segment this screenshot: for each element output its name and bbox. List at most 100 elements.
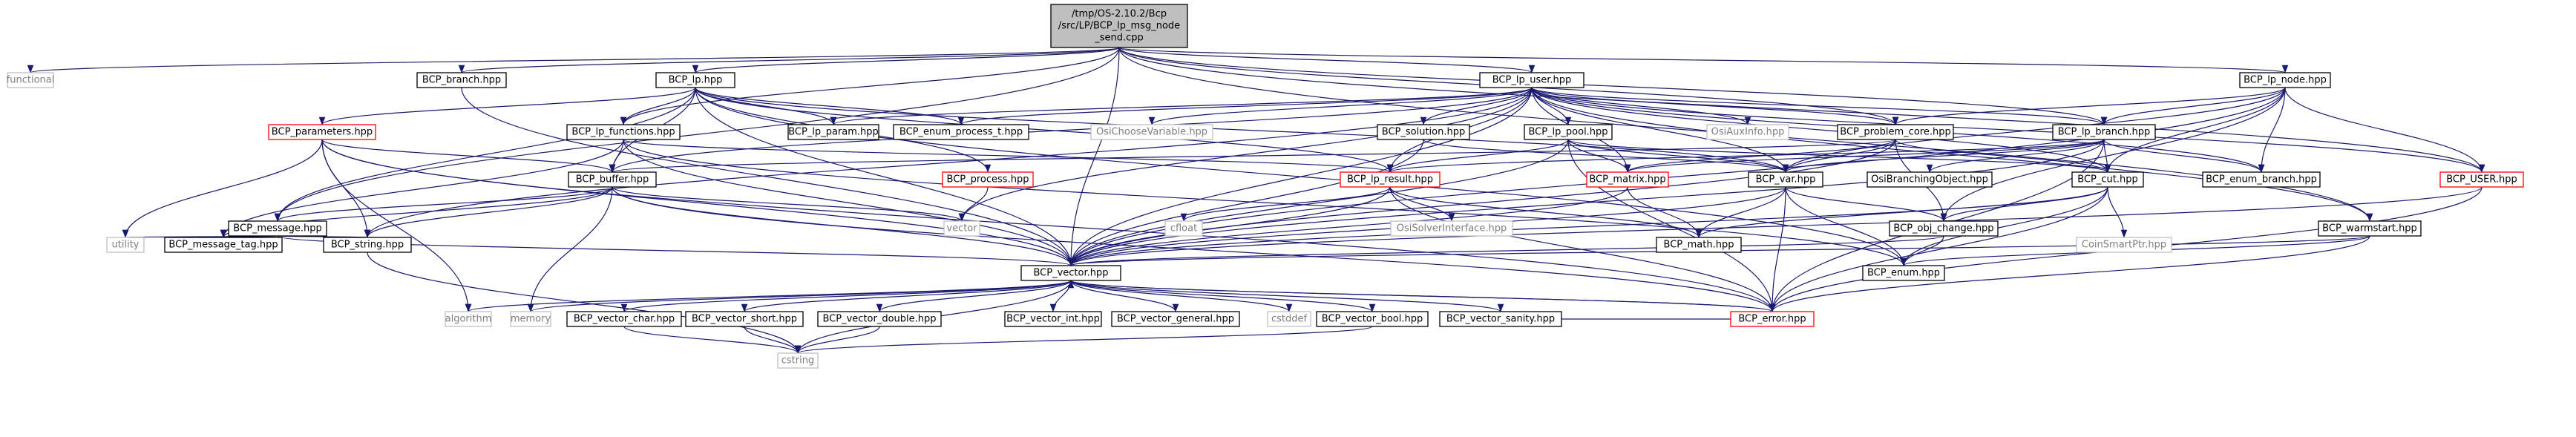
- node-cfloat: cfloat: [1164, 220, 1203, 237]
- edges-layer: [27, 47, 2485, 354]
- node-label-functional: functional: [7, 75, 55, 86]
- edge-bcp_error-to-bcp_vector: [1068, 280, 1773, 312]
- node-label-bcp_vector_double: BCP_vector_double.hpp: [822, 314, 936, 325]
- node-bcp_message_tag[interactable]: BCP_message_tag.hpp: [164, 237, 283, 253]
- edge-bcp_buffer-to-bcp_message: [274, 186, 613, 222]
- edge-bcp_parameters-to-bcp_error: [321, 139, 1776, 312]
- node-bcp_cut[interactable]: BCP_cut.hpp: [2071, 171, 2144, 188]
- node-label-bcp_user: BCP_USER.hpp: [2446, 174, 2517, 185]
- edge-bcp_lp_branch-to-bcp_lp_result: [1387, 139, 2105, 173]
- node-bcp_math[interactable]: BCP_math.hpp: [1656, 237, 1742, 253]
- node-bcp_lp[interactable]: BCP_lp.hpp: [655, 72, 735, 88]
- edge-root-to-bcp_vector: [1067, 47, 1120, 266]
- node-label-bcp_warmstart: BCP_warmstart.hpp: [2322, 223, 2417, 234]
- node-bcp_vector[interactable]: BCP_vector.hpp: [1020, 265, 1121, 281]
- edge-bcp_lp-to-bcp_enum_process_t: [695, 87, 965, 125]
- node-bcp_lp_param[interactable]: BCP_lp_param.hpp: [787, 124, 879, 140]
- node-bcp_matrix[interactable]: BCP_matrix.hpp: [1586, 171, 1669, 188]
- node-box-osichoosevariable: [1090, 124, 1213, 140]
- node-label-bcp_lp: BCP_lp.hpp: [669, 75, 723, 86]
- node-bcp_vector_double[interactable]: BCP_vector_double.hpp: [817, 311, 942, 327]
- node-bcp_vector_general[interactable]: BCP_vector_general.hpp: [1111, 311, 1240, 327]
- node-bcp_vector_char[interactable]: BCP_vector_char.hpp: [566, 311, 682, 327]
- edge-bcp_lp-to-bcp_lp_functions: [620, 87, 696, 125]
- edge-bcp_parameters-to-bcp_vector: [321, 139, 1075, 266]
- edge-bcp_problem_core-to-bcp_cut: [1895, 139, 2111, 173]
- node-bcp_vector_sanity[interactable]: BCP_vector_sanity.hpp: [1439, 311, 1562, 327]
- node-box-coinsmartptr: [2076, 237, 2172, 253]
- node-bcp_lp_branch[interactable]: BCP_lp_branch.hpp: [2052, 124, 2156, 140]
- node-box-bcp_lp_user: [1479, 72, 1584, 88]
- edge-bcp_vector-to-bcp_vector_short: [741, 280, 1072, 312]
- edge-root-to-bcp_lp_branch: [1118, 47, 2108, 125]
- node-label-root: /src/LP/BCP_lp_msg_node: [1058, 21, 1180, 32]
- node-bcp_vector_int[interactable]: BCP_vector_int.hpp: [1004, 311, 1102, 327]
- node-bcp_enum_process_t[interactable]: BCP_enum_process_t.hpp: [893, 124, 1029, 140]
- edge-bcp_var-to-bcp_error: [1769, 186, 1786, 312]
- edge-bcp_vector_char-to-cstring: [623, 326, 802, 354]
- node-bcp_lp_node[interactable]: BCP_lp_node.hpp: [2239, 72, 2331, 88]
- node-bcp_lp_user[interactable]: BCP_lp_user.hpp: [1479, 72, 1584, 88]
- node-bcp_lp_pool[interactable]: BCP_lp_pool.hpp: [1524, 124, 1613, 140]
- node-utility: utility: [106, 237, 145, 253]
- node-bcp_warmstart[interactable]: BCP_warmstart.hpp: [2318, 220, 2422, 237]
- edge-bcp_lp_user-to-bcp_string: [364, 87, 1533, 238]
- edge-root-to-bcp_lp_node: [1118, 47, 2288, 73]
- edge-bcp_lp_user-to-bcp_var: [1531, 87, 1789, 173]
- node-bcp_problem_core[interactable]: BCP_problem_core.hpp: [1837, 124, 1954, 140]
- node-box-osisolverinterface: [1390, 220, 1513, 237]
- node-label-cstring: cstring: [781, 355, 814, 367]
- edge-bcp_buffer-to-memory: [527, 186, 613, 312]
- edge-bcp_solution-to-bcp_vector: [1067, 139, 1424, 266]
- node-bcp_lp_result[interactable]: BCP_lp_result.hpp: [1340, 171, 1441, 188]
- edge-root-to-functional: [27, 47, 1120, 73]
- node-bcp_message[interactable]: BCP_message.hpp: [228, 220, 327, 237]
- node-bcp_vector_bool[interactable]: BCP_vector_bool.hpp: [1316, 311, 1429, 327]
- node-osibranchingobject[interactable]: OsiBranchingObject.hpp: [1867, 171, 1993, 188]
- edge-bcp_vector_double-to-cstring: [794, 326, 880, 354]
- node-bcp_string[interactable]: BCP_string.hpp: [323, 237, 412, 253]
- edge-bcp_lp_node-to-bcp_problem_core: [1892, 87, 2286, 125]
- node-label-bcp_enum_process_t: BCP_enum_process_t.hpp: [899, 127, 1023, 138]
- node-label-bcp_string: BCP_string.hpp: [331, 240, 404, 251]
- node-bcp_parameters[interactable]: BCP_parameters.hpp: [268, 124, 376, 140]
- edge-bcp_buffer-to-bcp_error: [612, 186, 1776, 312]
- nodes-layer: /tmp/OS-2.10.2/Bcp/src/LP/BCP_lp_msg_nod…: [7, 4, 2524, 369]
- node-box-osiauxinfo: [1706, 124, 1789, 140]
- node-bcp_branch[interactable]: BCP_branch.hpp: [416, 72, 507, 88]
- node-bcp_enum_branch[interactable]: BCP_enum_branch.hpp: [2202, 171, 2321, 188]
- node-bcp_enum[interactable]: BCP_enum.hpp: [1862, 265, 1945, 281]
- node-label-utility: utility: [112, 240, 140, 251]
- edge-bcp_var-to-bcp_math: [1695, 186, 1786, 238]
- node-label-bcp_parameters: BCP_parameters.hpp: [272, 127, 373, 138]
- node-label-bcp_lp_node: BCP_lp_node.hpp: [2244, 75, 2327, 86]
- node-box-bcp_lp: [655, 72, 735, 88]
- node-box-bcp_lp_pool: [1524, 124, 1613, 140]
- node-root[interactable]: /tmp/OS-2.10.2/Bcp/src/LP/BCP_lp_msg_nod…: [1050, 4, 1188, 48]
- edge-bcp_lp-to-bcp_vector: [695, 87, 1075, 266]
- node-label-bcp_lp_param: BCP_lp_param.hpp: [788, 127, 879, 138]
- node-bcp_obj_change[interactable]: BCP_obj_change.hpp: [1889, 220, 1999, 237]
- edge-bcp_vector-to-cstddef: [1070, 280, 1293, 312]
- node-cstring: cstring: [777, 352, 819, 369]
- node-bcp_lp_functions[interactable]: BCP_lp_functions.hpp: [566, 124, 681, 140]
- node-label-bcp_buffer: BCP_buffer.hpp: [576, 174, 649, 185]
- edge-bcp_lp_user-to-bcp_vector: [1067, 87, 1533, 266]
- node-bcp_vector_short[interactable]: BCP_vector_short.hpp: [685, 311, 804, 327]
- node-box-memory: [510, 311, 551, 327]
- node-cstddef: cstddef: [1267, 311, 1311, 327]
- node-bcp_error[interactable]: BCP_error.hpp: [1730, 311, 1815, 327]
- edge-bcp_solution-to-bcp_var: [1423, 139, 1789, 173]
- node-bcp_process[interactable]: BCP_process.hpp: [942, 171, 1034, 188]
- node-label-bcp_var: BCP_var.hpp: [1756, 174, 1816, 185]
- edge-bcp_cut-to-bcp_error: [1769, 186, 2108, 312]
- node-box-algorithm: [445, 311, 492, 327]
- node-bcp_var[interactable]: BCP_var.hpp: [1748, 171, 1823, 188]
- node-label-bcp_lp_branch: BCP_lp_branch.hpp: [2058, 127, 2151, 138]
- node-box-bcp_enum_branch: [2202, 171, 2321, 188]
- edge-bcp_lp_functions-to-bcp_enum: [623, 139, 1907, 266]
- node-bcp_solution[interactable]: BCP_solution.hpp: [1377, 124, 1470, 140]
- node-bcp_user[interactable]: BCP_USER.hpp: [2439, 171, 2524, 188]
- node-bcp_buffer[interactable]: BCP_buffer.hpp: [568, 171, 657, 188]
- edge-bcp_lp_user-to-vector: [958, 87, 1533, 222]
